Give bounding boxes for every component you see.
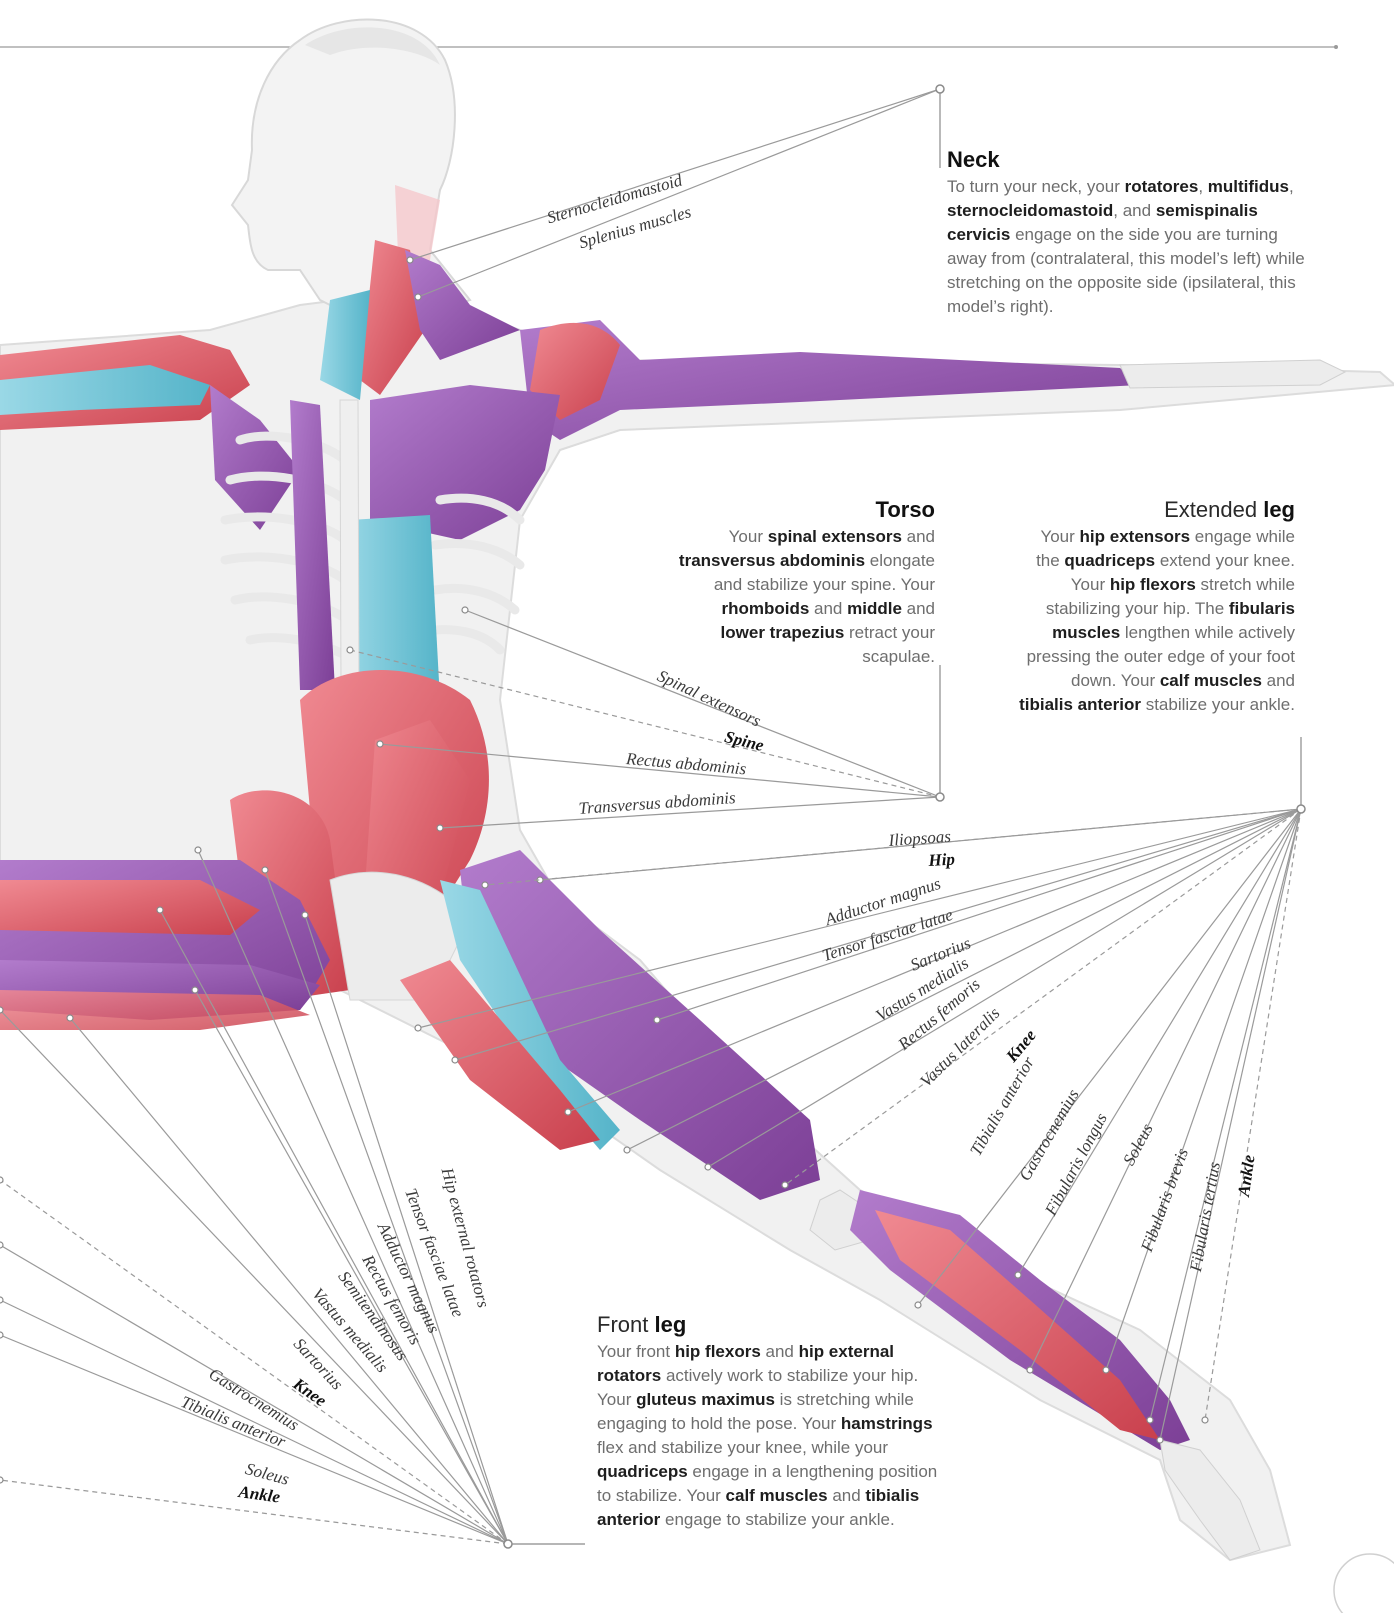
front-leg-body: Your front hip flexors and hip external … xyxy=(597,1340,947,1532)
neck-text-run: , and xyxy=(1113,201,1156,220)
front_leg-text-run: flex and stabilize your knee, while your xyxy=(597,1438,888,1457)
leader-endpoint xyxy=(437,825,443,831)
leader-endpoint xyxy=(0,1242,3,1248)
leader-endpoint xyxy=(415,1025,421,1031)
extended-leg-title-bold: leg xyxy=(1263,497,1295,522)
leader-endpoint xyxy=(1103,1367,1109,1373)
torso-text-term: spinal extensors xyxy=(768,527,902,546)
neck-text-term: sternocleidomastoid xyxy=(947,201,1113,220)
front_leg-text-run: engage to stabilize your ankle. xyxy=(660,1510,894,1529)
front_leg-text-run: Your front xyxy=(597,1342,675,1361)
leader-endpoint xyxy=(565,1109,571,1115)
neck-panel: Neck To turn your neck, your rotatores, … xyxy=(947,147,1307,319)
front-leg-title-bold: leg xyxy=(654,1312,686,1337)
leader-endpoint xyxy=(195,847,201,853)
extended_leg-text-term: quadriceps xyxy=(1064,551,1155,570)
leader-endpoint xyxy=(1015,1272,1021,1278)
leader-endpoint xyxy=(377,741,383,747)
extended_leg-text-term: hip flexors xyxy=(1110,575,1196,594)
torso-panel: Torso Your spinal extensors and transver… xyxy=(675,497,935,669)
torso-text-term: rhomboids xyxy=(721,599,809,618)
leader-endpoint xyxy=(1027,1367,1033,1373)
extended_leg-text-run: stabilize your ankle. xyxy=(1141,695,1295,714)
front-leg-title-light: Front xyxy=(597,1312,654,1337)
leader-endpoint xyxy=(482,882,488,888)
extended_leg-text-term: tibialis anterior xyxy=(1019,695,1141,714)
leader-endpoint xyxy=(705,1164,711,1170)
torso-title: Torso xyxy=(876,497,935,522)
front_leg-text-run: and xyxy=(761,1342,799,1361)
front_leg-text-term: hamstrings xyxy=(841,1414,933,1433)
extended-leg-panel: Extended leg Your hip extensors engage w… xyxy=(1015,497,1295,717)
torso-text-term: transversus abdominis xyxy=(679,551,865,570)
leader-endpoint xyxy=(302,912,308,918)
leader-line xyxy=(418,89,940,297)
leader-line xyxy=(1150,809,1301,1420)
extended-leg-title-light: Extended xyxy=(1164,497,1263,522)
torso-text-run: and xyxy=(809,599,847,618)
leader-endpoint xyxy=(1202,1417,1208,1423)
leader-endpoint xyxy=(1157,1437,1163,1443)
leader-endpoint xyxy=(0,1477,3,1483)
torso-text-run: retract your scapulae. xyxy=(844,623,935,666)
leader-endpoint xyxy=(0,1332,3,1338)
leader-endpoint xyxy=(1147,1417,1153,1423)
torso-body: Your spinal extensors and transversus ab… xyxy=(675,525,935,669)
leader-endpoint xyxy=(407,257,413,263)
torso-text-run: Your xyxy=(729,527,768,546)
neck-text-term: multifidus xyxy=(1208,177,1289,196)
leader-endpoint xyxy=(915,1302,921,1308)
extended_leg-text-run: Your xyxy=(1040,527,1079,546)
front_leg-text-term: gluteus maximus xyxy=(636,1390,775,1409)
leader-endpoint xyxy=(0,1007,3,1013)
extended_leg-text-term: hip extensors xyxy=(1080,527,1191,546)
front_leg-text-term: hip flexors xyxy=(675,1342,761,1361)
leader-endpoint xyxy=(0,1297,3,1303)
leader-endpoint xyxy=(415,294,421,300)
leader-line xyxy=(918,809,1301,1305)
front_leg-text-term: quadriceps xyxy=(597,1462,688,1481)
front_leg-text-term: calf muscles xyxy=(726,1486,828,1505)
leader-endpoint xyxy=(462,607,468,613)
extended_leg-text-run: and xyxy=(1262,671,1295,690)
torso-text-run: and xyxy=(902,599,935,618)
neck-text-term: rotatores xyxy=(1125,177,1199,196)
neck-body: To turn your neck, your rotatores, multi… xyxy=(947,175,1307,319)
front_leg-text-run: and xyxy=(828,1486,866,1505)
torso-text-run: and xyxy=(902,527,935,546)
neck-text-run: , xyxy=(1289,177,1294,196)
extended_leg-text-term: calf muscles xyxy=(1160,671,1262,690)
neck-title: Neck xyxy=(947,147,1000,172)
label-extended-leg-hip: Hip xyxy=(928,851,955,869)
torso-text-term: lower trapezius xyxy=(721,623,845,642)
leader-endpoint xyxy=(782,1182,788,1188)
leader-endpoint xyxy=(347,647,353,653)
page-corner-marker xyxy=(1334,1554,1394,1613)
leader-endpoint xyxy=(452,1057,458,1063)
neck-text-run: , xyxy=(1198,177,1207,196)
leader-line xyxy=(1160,809,1301,1440)
leader-endpoint xyxy=(624,1147,630,1153)
leader-endpoint xyxy=(192,987,198,993)
leader-line xyxy=(1205,809,1301,1420)
torso-text-term: middle xyxy=(847,599,902,618)
neck-text-run: To turn your neck, your xyxy=(947,177,1125,196)
label-extended-leg-iliopsoas: Iliopsoas xyxy=(888,828,951,849)
extended-leg-body: Your hip extensors engage while the quad… xyxy=(1015,525,1295,717)
leader-endpoint xyxy=(262,867,268,873)
leader-endpoint xyxy=(654,1017,660,1023)
leader-line xyxy=(195,990,508,1544)
leader-endpoint xyxy=(157,907,163,913)
leader-endpoint xyxy=(67,1015,73,1021)
front-leg-panel: Front leg Your front hip flexors and hip… xyxy=(597,1312,947,1532)
leader-endpoint xyxy=(0,1177,3,1183)
